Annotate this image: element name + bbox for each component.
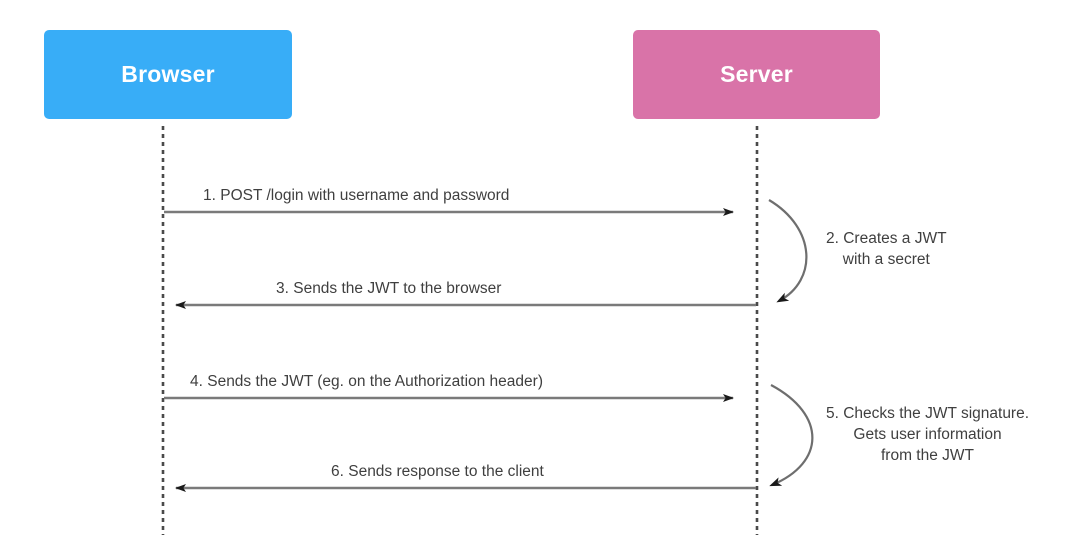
message-label-1: 1. POST /login with username and passwor… bbox=[203, 187, 510, 204]
self-message-curve-2 bbox=[768, 199, 808, 303]
message-label-3: 3. Sends the JWT to the browser bbox=[276, 280, 502, 297]
self-message-label-5-line-2: Gets user information bbox=[853, 425, 1002, 443]
actor-box-browser[interactable]: Browser bbox=[44, 30, 292, 119]
self-message-label-5-line-1: 5. Checks the JWT signature. bbox=[826, 405, 1030, 422]
actor-label-server: Server bbox=[720, 61, 793, 87]
actor-box-server[interactable]: Server bbox=[633, 30, 880, 119]
self-message-label-2: 2. Creates a JWT with a secret bbox=[826, 229, 947, 271]
message-label-4: 4. Sends the JWT (eg. on the Authorizati… bbox=[190, 373, 543, 390]
self-message-label-5-line-3: from the JWT bbox=[881, 446, 975, 464]
actor-label-browser: Browser bbox=[121, 61, 215, 87]
self-message-label-2-line-1: 2. Creates a JWT bbox=[826, 230, 947, 247]
message-label-6: 6. Sends response to the client bbox=[331, 463, 544, 480]
self-message-label-2-line-2: with a secret bbox=[842, 250, 930, 268]
self-message-label-5: 5. Checks the JWT signature. Gets user i… bbox=[826, 404, 1029, 467]
self-message-curve-5 bbox=[769, 384, 814, 487]
